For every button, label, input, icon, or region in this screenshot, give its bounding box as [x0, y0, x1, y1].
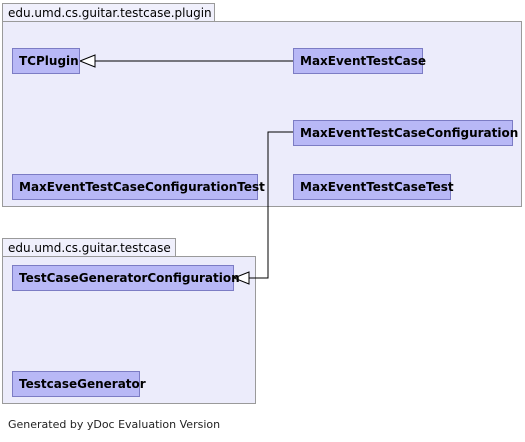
- class-box-maxeventtestcaseconfigurationtest[interactable]: MaxEventTestCaseConfigurationTest: [12, 174, 265, 200]
- relation-config-generatorconfig: [232, 131, 293, 285]
- relation-line: [249, 131, 293, 279]
- package-tab-plugin: edu.umd.cs.guitar.testcase.plugin: [2, 3, 215, 22]
- class-name-maxeventtestcaseconfiguration: MaxEventTestCaseConfiguration: [300, 126, 519, 140]
- inheritance-arrow-icon: [232, 271, 250, 285]
- footer-text: Generated by yDoc Evaluation Version: [8, 418, 221, 431]
- class-name-maxeventtestcase: MaxEventTestCase: [300, 54, 427, 68]
- class-box-tcplugin[interactable]: TCPlugin: [12, 48, 80, 74]
- class-box-testcasegenerator[interactable]: TestcaseGenerator: [12, 371, 146, 397]
- inheritance-arrow-icon: [78, 54, 96, 68]
- package-tab-testcase: edu.umd.cs.guitar.testcase: [2, 238, 176, 257]
- class-name-maxeventtestcaseconfigurationtest: MaxEventTestCaseConfigurationTest: [19, 180, 265, 194]
- package-name-testcase: edu.umd.cs.guitar.testcase: [8, 241, 171, 255]
- class-name-testcasegenerator: TestcaseGenerator: [19, 377, 146, 391]
- class-name-tcplugin: TCPlugin: [19, 54, 79, 68]
- class-box-maxeventtestcaseconfiguration[interactable]: MaxEventTestCaseConfiguration: [293, 120, 519, 146]
- class-box-maxeventtestcasetest[interactable]: MaxEventTestCaseTest: [293, 174, 454, 200]
- class-box-maxeventtestcase[interactable]: MaxEventTestCase: [293, 48, 427, 74]
- class-box-testcasegeneratorconfiguration[interactable]: TestCaseGeneratorConfiguration: [12, 265, 240, 291]
- relation-maxeventtestcase-tcplugin: [78, 54, 293, 68]
- class-name-testcasegeneratorconfiguration: TestCaseGeneratorConfiguration: [19, 271, 240, 285]
- class-name-maxeventtestcasetest: MaxEventTestCaseTest: [300, 180, 454, 194]
- package-name-plugin: edu.umd.cs.guitar.testcase.plugin: [8, 6, 212, 20]
